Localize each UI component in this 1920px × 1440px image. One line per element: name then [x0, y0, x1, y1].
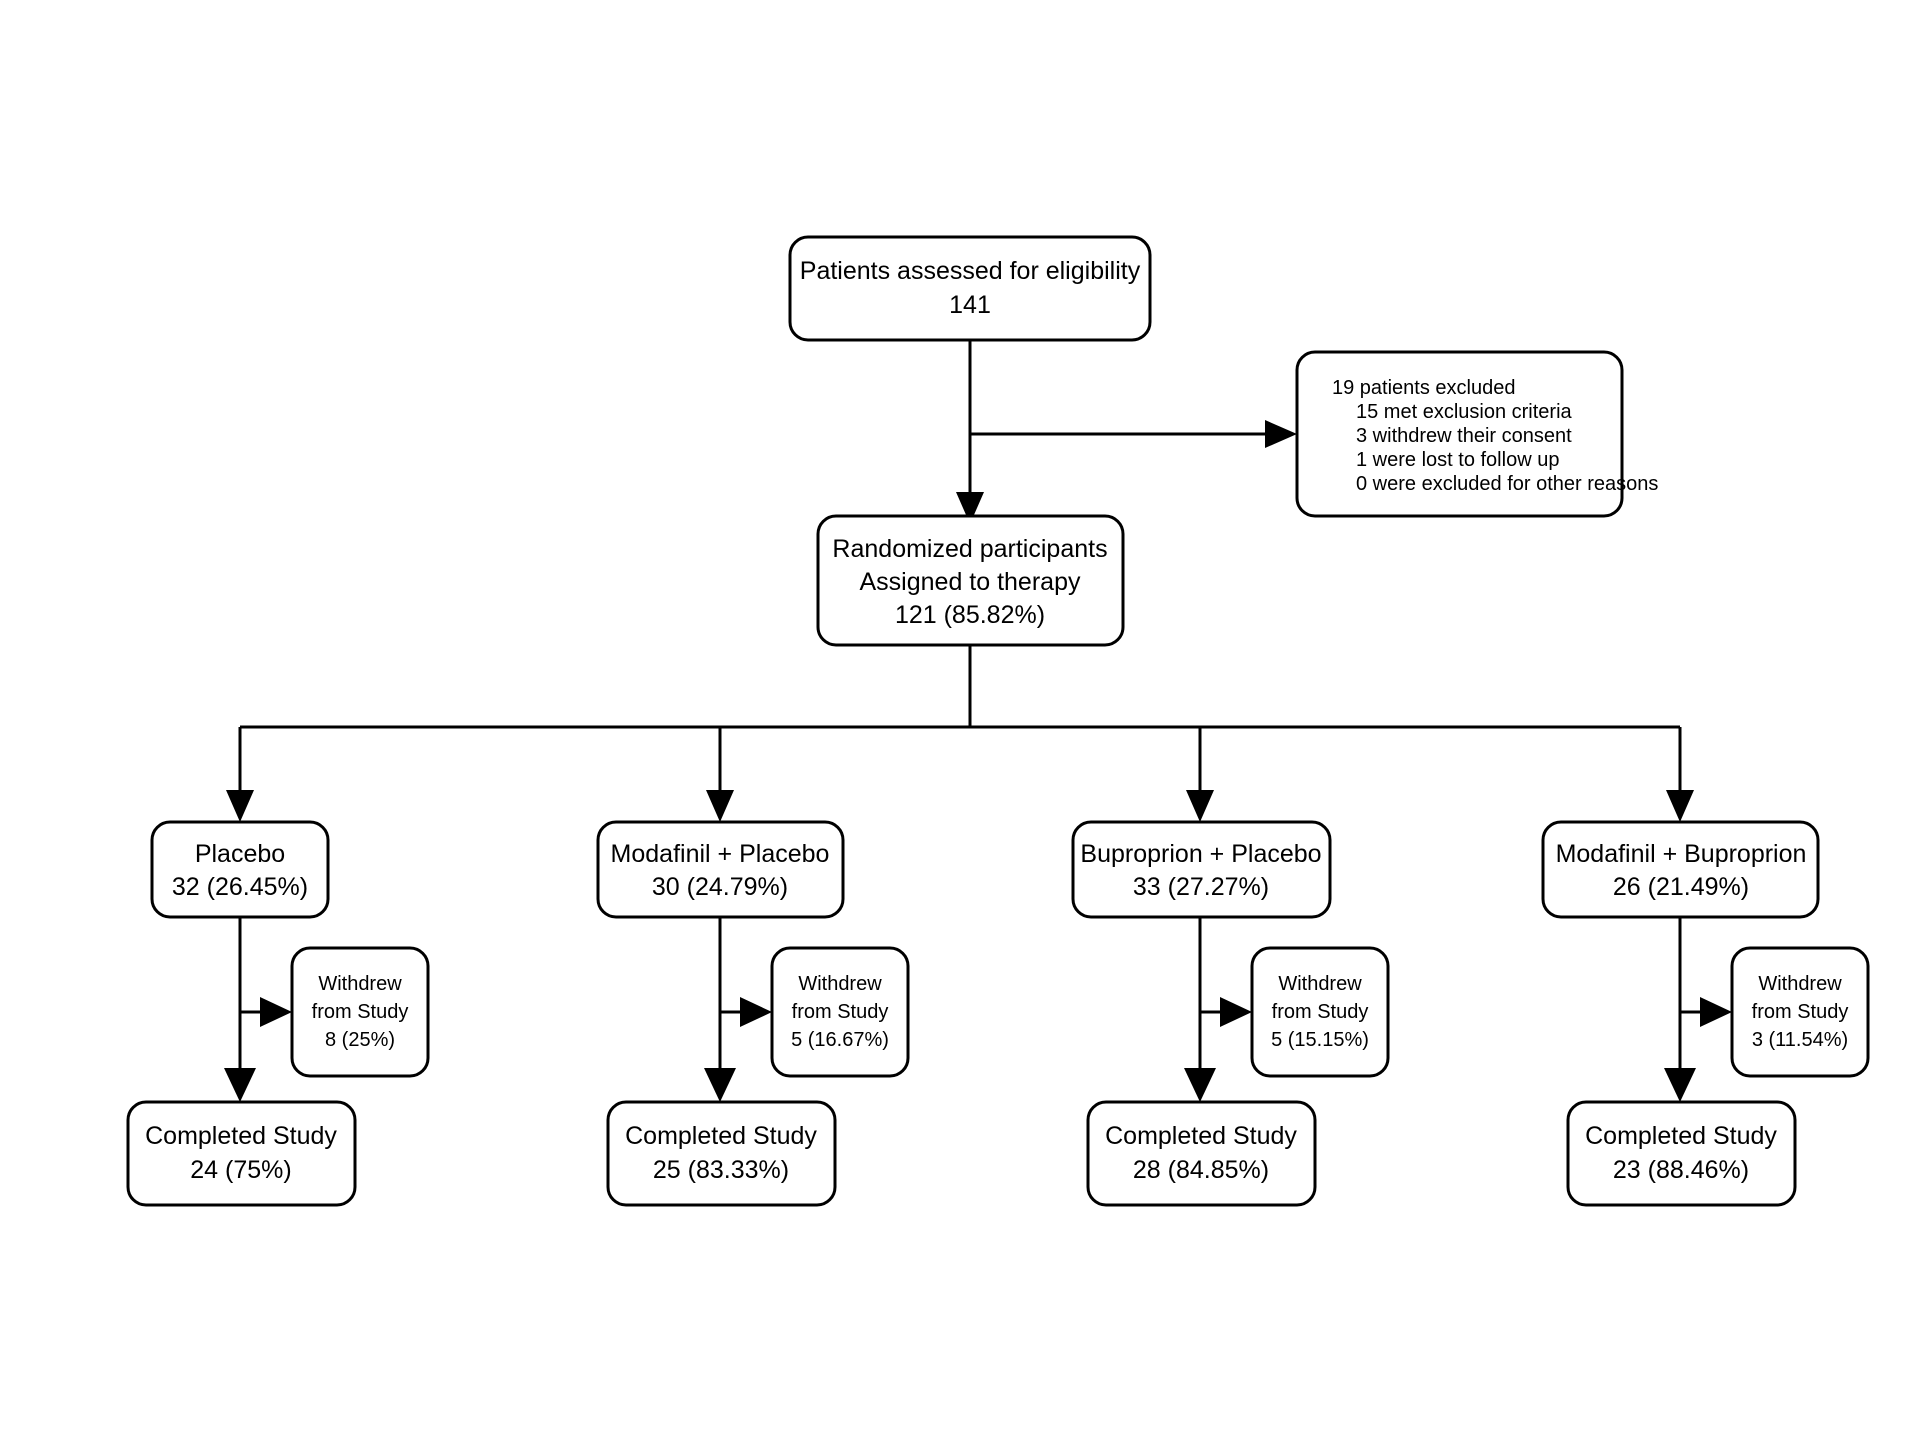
node-arm-2-completed[interactable]: Completed Study 25 (83.33%): [606, 1100, 837, 1207]
node-assessed-for-eligibility[interactable]: Patients assessed for eligibility 141: [788, 235, 1152, 342]
node-arm-2-withdrew[interactable]: Withdrew from Study 5 (16.67%): [770, 946, 910, 1078]
randomized-line-3: 121 (85.82%): [895, 601, 1045, 629]
arm-4-allocated: 26 (21.49%): [1613, 873, 1749, 901]
arm-3-completed-value: 28 (84.85%): [1133, 1156, 1269, 1184]
arm-1-withdrew-line-2: from Study: [312, 1001, 409, 1023]
arm-2-completed-label: Completed Study: [625, 1122, 817, 1150]
arm-3-box[interactable]: [1071, 820, 1332, 919]
assessed-label: Patients assessed for eligibility: [800, 257, 1141, 285]
arm-1-name: Placebo: [195, 840, 285, 868]
arm-4-name: Modafinil + Buproprion: [1556, 840, 1807, 868]
excluded-box[interactable]: [1295, 350, 1624, 518]
node-arm-4-withdrew[interactable]: Withdrew from Study 3 (11.54%): [1730, 946, 1870, 1078]
arm-4-withdrew-value: 3 (11.54%): [1752, 1029, 1848, 1051]
excluded-line-5: 0 were excluded for other reasons: [1356, 473, 1658, 495]
arm-3-name: Buproprion + Placebo: [1080, 840, 1321, 868]
arm-2-name: Modafinil + Placebo: [611, 840, 830, 868]
arm-2-withdrew-value: 5 (16.67%): [791, 1029, 889, 1051]
arm-3-completed-label: Completed Study: [1105, 1122, 1297, 1150]
arm-4-completed-box[interactable]: [1566, 1100, 1797, 1207]
connector-arm-4: [1664, 917, 1732, 1102]
arm-1-completed-box[interactable]: [126, 1100, 357, 1207]
arm-1-withdrew-line-1: Withdrew: [318, 973, 402, 995]
node-arm-3-completed[interactable]: Completed Study 28 (84.85%): [1086, 1100, 1317, 1207]
arm-2-box[interactable]: [596, 820, 845, 919]
connector-arm-3: [1184, 917, 1252, 1102]
node-arm-1-completed[interactable]: Completed Study 24 (75%): [126, 1100, 357, 1207]
connector-assessed-to-excluded: [970, 420, 1297, 448]
connector-randomized-fanout: [226, 645, 1694, 822]
node-arm-1-allocation[interactable]: Placebo 32 (26.45%): [150, 820, 330, 919]
randomized-line-2: Assigned to therapy: [860, 568, 1081, 596]
connector-arm-2: [704, 917, 772, 1102]
arm-4-completed-label: Completed Study: [1585, 1122, 1777, 1150]
arm-3-completed-box[interactable]: [1086, 1100, 1317, 1207]
arm-1-box[interactable]: [150, 820, 330, 919]
node-arm-4-completed[interactable]: Completed Study 23 (88.46%): [1566, 1100, 1797, 1207]
arm-1-completed-label: Completed Study: [145, 1122, 337, 1150]
arm-1-withdrew-box[interactable]: [290, 946, 430, 1078]
connector-assessed-to-randomized: [956, 340, 984, 524]
arm-1-withdrew-value: 8 (25%): [325, 1029, 395, 1051]
excluded-line-3: 3 withdrew their consent: [1356, 425, 1572, 447]
node-randomized-participants[interactable]: Randomized participants Assigned to ther…: [816, 514, 1125, 647]
arm-2-allocated: 30 (24.79%): [652, 873, 788, 901]
arm-2-withdrew-box[interactable]: [770, 946, 910, 1078]
arm-4-withdrew-line-1: Withdrew: [1758, 973, 1842, 995]
arm-3-withdrew-line-1: Withdrew: [1278, 973, 1362, 995]
excluded-line-4: 1 were lost to follow up: [1356, 449, 1559, 471]
arm-4-withdrew-box[interactable]: [1730, 946, 1870, 1078]
node-patients-excluded[interactable]: 19 patients excluded 15 met exclusion cr…: [1295, 350, 1658, 518]
node-arm-1-withdrew[interactable]: Withdrew from Study 8 (25%): [290, 946, 430, 1078]
arm-2-withdrew-line-1: Withdrew: [798, 973, 882, 995]
node-arm-3-withdrew[interactable]: Withdrew from Study 5 (15.15%): [1250, 946, 1390, 1078]
assessed-value: 141: [949, 291, 991, 319]
arm-3-withdrew-value: 5 (15.15%): [1271, 1029, 1369, 1051]
node-arm-2-allocation[interactable]: Modafinil + Placebo 30 (24.79%): [596, 820, 845, 919]
node-arm-3-allocation[interactable]: Buproprion + Placebo 33 (27.27%): [1071, 820, 1332, 919]
randomized-box[interactable]: [816, 514, 1125, 647]
arm-3-withdrew-line-2: from Study: [1272, 1001, 1369, 1023]
arm-1-allocated: 32 (26.45%): [172, 873, 308, 901]
arm-2-completed-box[interactable]: [606, 1100, 837, 1207]
arm-2-withdrew-line-2: from Study: [792, 1001, 889, 1023]
arm-3-withdrew-box[interactable]: [1250, 946, 1390, 1078]
randomized-line-1: Randomized participants: [832, 535, 1107, 563]
arm-4-completed-value: 23 (88.46%): [1613, 1156, 1749, 1184]
arm-4-box[interactable]: [1541, 820, 1820, 919]
arm-1-completed-value: 24 (75%): [190, 1156, 291, 1184]
assessed-box[interactable]: [788, 235, 1152, 342]
arm-2-completed-value: 25 (83.33%): [653, 1156, 789, 1184]
arm-3-allocated: 33 (27.27%): [1133, 873, 1269, 901]
connector-arm-1: [224, 917, 292, 1102]
excluded-line-1: 19 patients excluded: [1332, 377, 1515, 399]
arm-4-withdrew-line-2: from Study: [1752, 1001, 1849, 1023]
node-arm-4-allocation[interactable]: Modafinil + Buproprion 26 (21.49%): [1541, 820, 1820, 919]
excluded-line-2: 15 met exclusion criteria: [1356, 401, 1573, 423]
